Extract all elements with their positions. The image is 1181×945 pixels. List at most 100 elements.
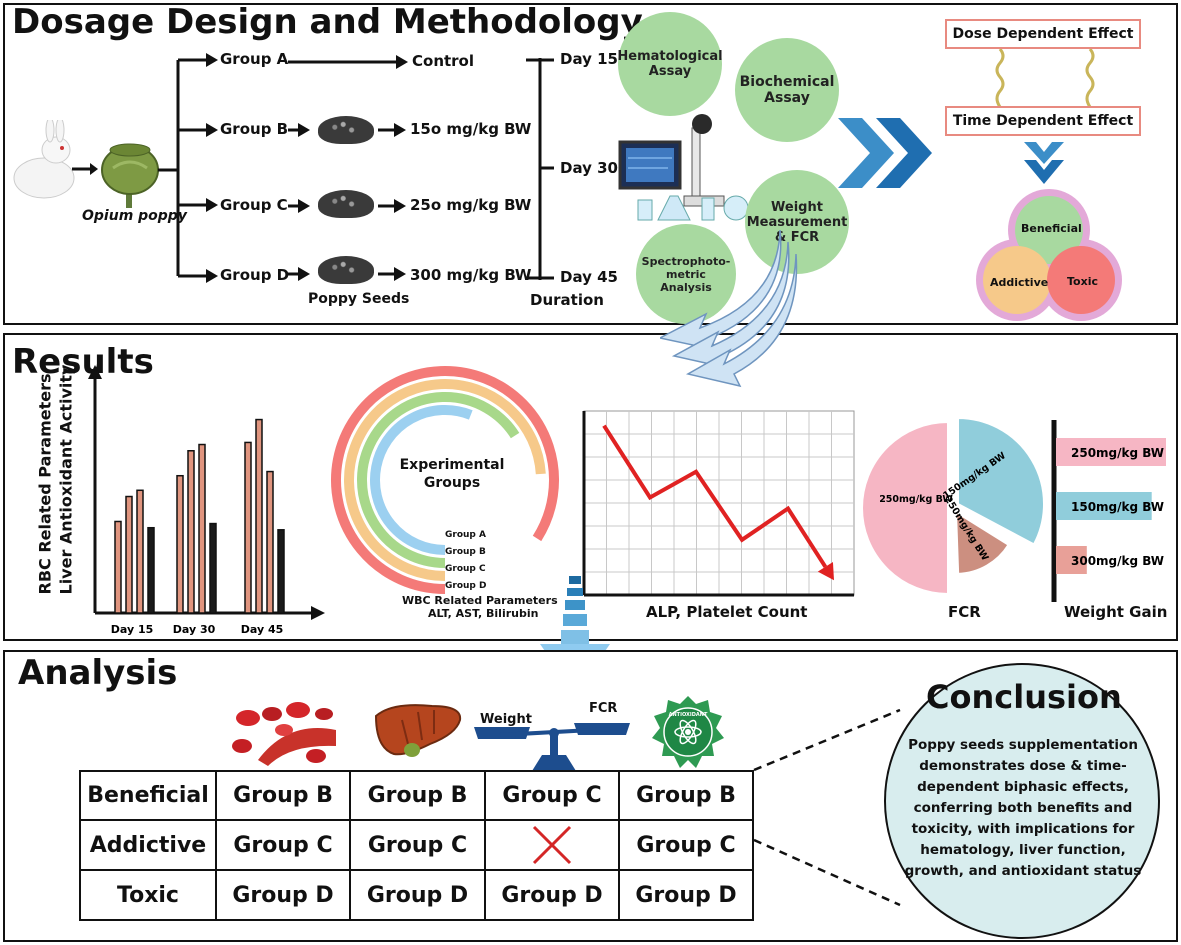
chevron-down-icon <box>1024 142 1064 184</box>
poppy-icon <box>101 143 159 208</box>
pie-slice-label: 250mg/kg BW <box>879 494 953 505</box>
antioxidant-badge-icon: ANTIOXIDANT <box>652 696 724 768</box>
bar <box>255 418 263 614</box>
table-cell: Group C <box>215 819 351 871</box>
series-line <box>602 424 828 568</box>
biochemical-assay: Biochemical Assay <box>735 38 839 142</box>
bar <box>136 489 144 614</box>
x-tick-label: Day 15 <box>111 623 154 636</box>
conclusion-text: Poppy seeds supplementation demonstrates… <box>904 737 1142 879</box>
bar <box>125 495 133 614</box>
methodology-title: Dosage Design and Methodology <box>12 2 643 42</box>
table-row-label: Beneficial <box>79 770 217 821</box>
group-a-label: Group A <box>220 50 289 68</box>
hbar <box>1056 546 1087 574</box>
cross-icon <box>532 825 572 865</box>
pie-slice <box>954 510 1010 575</box>
radial-caption-1: WBC Related Parameters <box>402 594 558 607</box>
table-cell: Group B <box>618 770 754 821</box>
duration-label: Duration <box>530 291 604 309</box>
day-30-label: Day 30 <box>560 159 618 177</box>
line-arrowhead <box>817 561 834 581</box>
bar <box>176 474 184 614</box>
group-b-label: Group B <box>220 120 289 138</box>
venn-toxic: Toxic <box>1067 275 1098 288</box>
bar <box>266 470 274 614</box>
table-row-label: Addictive <box>79 819 217 871</box>
weight-fcr-measurement: Weight Measurement & FCR <box>745 170 849 274</box>
seeds-label: Poppy Seeds <box>308 291 410 307</box>
rabbit-icon <box>13 120 75 199</box>
results-title: Results <box>12 342 154 382</box>
bar <box>244 441 252 614</box>
pie-caption: FCR <box>948 603 981 621</box>
radial-legend-label: Group C <box>445 564 486 574</box>
day-15-label: Day 15 <box>560 50 618 68</box>
hbar-label: 250mg/kg BW <box>1071 446 1164 460</box>
analysis-title: Analysis <box>18 653 178 693</box>
bar <box>209 522 217 614</box>
x-tick-label: Day 30 <box>173 623 216 636</box>
radial-legend-label: Group B <box>445 547 486 557</box>
radial-legend-label: Group D <box>445 581 487 591</box>
bar <box>277 529 285 614</box>
conclusion-connectors <box>753 708 901 907</box>
pie-slice <box>957 416 1045 546</box>
plant-label: Opium poppy <box>82 208 187 224</box>
scale-left-label: Weight <box>480 712 532 727</box>
bar <box>147 526 155 614</box>
y-axis-arrow <box>88 365 102 379</box>
line-caption: ALP, Platelet Count <box>646 603 808 621</box>
radial-bar <box>344 379 546 581</box>
lab-equipment-icon <box>618 114 749 221</box>
conclusion-title: Conclusion <box>926 678 1122 716</box>
arrow-icon <box>72 163 98 175</box>
day-45-label: Day 45 <box>560 268 618 286</box>
seeds-icon <box>318 116 374 144</box>
radial-legend-label: Group A <box>445 530 486 540</box>
hematological-assay: Hematological Assay <box>617 12 723 116</box>
badge-text: ANTIOXIDANT <box>669 712 708 718</box>
hbar-caption: Weight Gain <box>1064 603 1168 621</box>
spectrophotometric-analysis: Spectrophoto-metric Analysis <box>636 224 736 324</box>
chevron-right-icon <box>838 118 932 188</box>
radial-bar <box>357 392 520 568</box>
table-cell: Group B <box>215 770 351 821</box>
table-cell: Group D <box>349 869 486 921</box>
dose-effect-box: Dose Dependent Effect <box>945 19 1141 49</box>
dose-c-label: 25o mg/kg BW <box>410 196 532 214</box>
liver-icon <box>374 704 462 757</box>
bar <box>198 443 206 614</box>
dose-d-label: 300 mg/kg BW <box>410 266 532 284</box>
radial-caption-2: ALT, AST, Bilirubin <box>428 607 539 620</box>
table-cell: Group D <box>215 869 351 921</box>
bar-chart: Day 15 Day 30 Day 45 <box>88 365 325 636</box>
table-cell: Group C <box>618 819 754 871</box>
seeds-icon <box>318 190 374 218</box>
dose-b-label: 15o mg/kg BW <box>410 120 532 138</box>
line-chart <box>582 410 855 597</box>
table-row-label: Toxic <box>79 869 217 921</box>
table-cell <box>484 819 620 871</box>
table-cell: Group D <box>618 869 754 921</box>
radial-bar-chart <box>331 366 559 594</box>
hbar <box>1056 438 1166 466</box>
chain-links <box>995 49 1095 107</box>
group-d-label: Group D <box>220 266 290 284</box>
blood-cells-icon <box>232 702 336 766</box>
hbar-label: 150mg/kg BW <box>1071 500 1164 514</box>
bar-ylabel-1: RBC Related Parameters <box>35 373 55 595</box>
dose-a-label: Control <box>412 52 475 70</box>
conclusion-circle <box>884 663 1160 939</box>
radial-center-label: Experimental Groups <box>399 457 505 491</box>
group-branch-lines <box>158 53 554 283</box>
radial-bar <box>331 366 559 594</box>
group-c-label: Group C <box>220 196 288 214</box>
bar <box>114 520 122 614</box>
radial-bar <box>370 405 473 555</box>
scale-right-label: FCR <box>589 701 618 716</box>
x-tick-label: Day 45 <box>241 623 284 636</box>
x-axis-arrow <box>311 606 325 620</box>
